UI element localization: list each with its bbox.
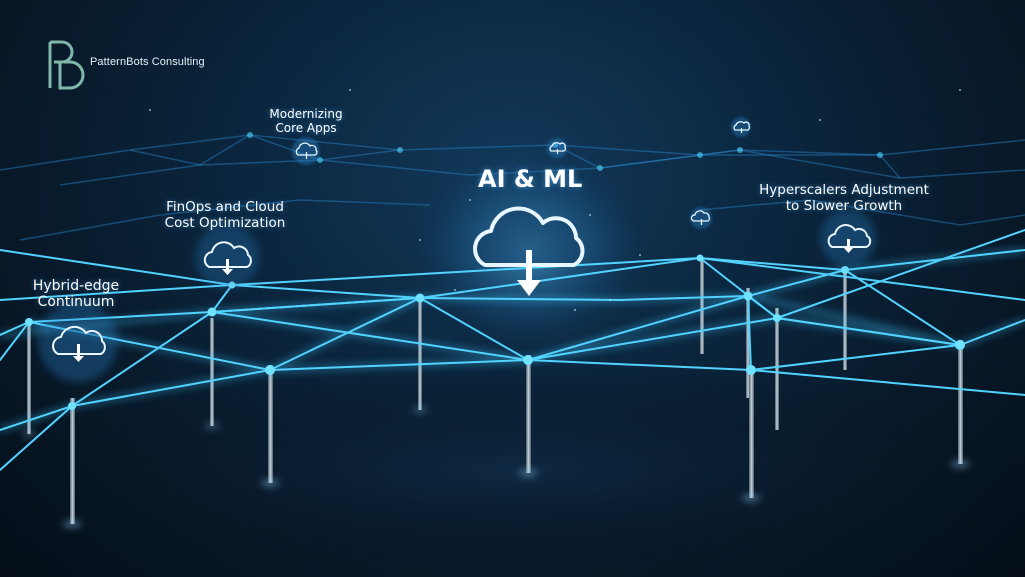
pole-reflections bbox=[22, 408, 969, 527]
hyperscalers-cloud-icon bbox=[827, 224, 872, 253]
network-nodes bbox=[25, 254, 965, 410]
label-hyperscalers: Hyperscalers Adjustment to Slower Growth bbox=[748, 182, 940, 214]
label-line: Modernizing bbox=[269, 107, 343, 121]
cloud-halos bbox=[38, 117, 876, 382]
label-line: to Slower Growth bbox=[785, 197, 903, 214]
label-line: Core Apps bbox=[275, 120, 337, 135]
label-line: Hyperscalers Adjustment bbox=[759, 182, 929, 198]
label-ai-ml: AI & ML bbox=[478, 165, 583, 193]
finops-cloud-icon bbox=[203, 241, 252, 275]
label-modernizing-core-apps: Modernizing Core Apps bbox=[256, 107, 356, 136]
cloud-icon bbox=[690, 210, 711, 225]
label-finops: FinOps and Cloud Cost Optimization bbox=[152, 199, 298, 231]
label-hybrid-edge-continuum: Hybrid-edge Continuum bbox=[14, 278, 138, 310]
small-cloud-icons bbox=[295, 121, 751, 225]
cloud-icon bbox=[549, 142, 567, 154]
hybrid-cloud-icon bbox=[52, 325, 106, 362]
label-line: FinOps and Cloud bbox=[166, 199, 284, 215]
pb-monogram-icon bbox=[48, 40, 85, 90]
floor-shadow bbox=[0, 360, 1025, 577]
far-network bbox=[0, 134, 1025, 241]
sparkles bbox=[149, 89, 961, 311]
cloud-icon bbox=[733, 121, 751, 133]
label-line: Hybrid-edge bbox=[32, 278, 120, 294]
ai-ml-cloud-download-icon bbox=[473, 206, 585, 296]
modernizing-cloud-icon bbox=[295, 142, 318, 159]
label-line: Continuum bbox=[37, 294, 115, 311]
brand-name: PatternBots Consulting bbox=[90, 56, 205, 68]
label-line: Cost Optimization bbox=[164, 214, 286, 231]
